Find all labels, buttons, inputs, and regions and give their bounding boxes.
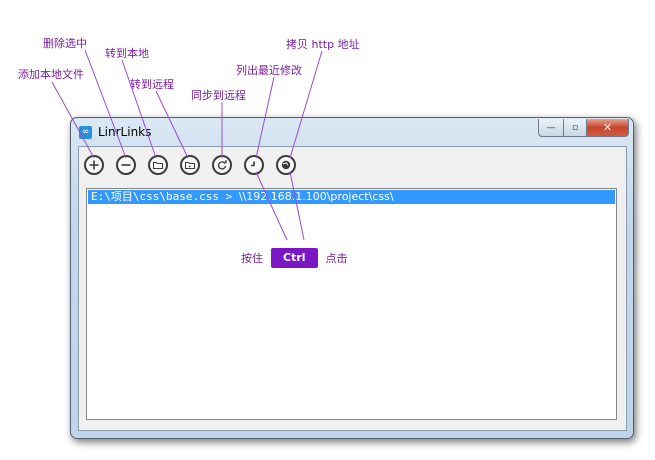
callout-goto-local: 转到本地 — [105, 47, 149, 60]
window-title: LinrLinks — [98, 125, 152, 139]
goto-remote-button[interactable] — [180, 155, 200, 175]
sync-to-remote-button[interactable] — [212, 155, 232, 175]
close-button[interactable]: ✕ — [587, 119, 629, 137]
callout-sync-to-remote: 同步到远程 — [191, 89, 246, 102]
maximize-icon: ▫ — [571, 122, 579, 133]
app-link-icon: ∞ — [79, 126, 92, 139]
list-item[interactable]: E:\项目\css\base.css > \\192.168.1.100\pro… — [88, 190, 615, 204]
goto-local-button[interactable] — [148, 155, 168, 175]
toolbar — [84, 155, 308, 175]
minus-circle-icon — [121, 164, 131, 166]
hint-suffix: 点击 — [325, 252, 348, 265]
window-controls: — ▫ ✕ — [538, 119, 629, 137]
ctrl-key-badge: Ctrl — [271, 248, 318, 268]
minimize-icon: — — [546, 122, 556, 133]
sync-icon — [217, 160, 227, 170]
maximize-button[interactable]: ▫ — [564, 119, 587, 137]
title-bar[interactable]: ∞ LinrLinks — ▫ ✕ — [71, 118, 633, 146]
app-window: ∞ LinrLinks — ▫ ✕ — [70, 117, 634, 439]
close-icon: ✕ — [602, 121, 613, 134]
callout-list-recent: 列出最近修改 — [236, 64, 302, 77]
folder-remote-icon — [185, 162, 195, 169]
callout-delete-selected: 删除选中 — [43, 37, 87, 50]
callout-goto-remote: 转到远程 — [130, 78, 174, 91]
delete-selected-button[interactable] — [116, 155, 136, 175]
callout-copy-http-address: 拷贝 http 地址 — [286, 38, 360, 51]
folder-icon — [153, 162, 163, 169]
clock-icon — [251, 161, 255, 167]
copy-http-address-button[interactable] — [276, 155, 296, 175]
remote-path: \\192.168.1.100\project\css\ — [238, 190, 394, 203]
ctrl-hint: 按住 Ctrl 点击 — [241, 248, 348, 268]
link-list[interactable]: E:\项目\css\base.css > \\192.168.1.100\pro… — [86, 188, 617, 420]
local-path: E:\项目\css\base.css > — [91, 190, 239, 203]
hint-prefix: 按住 — [241, 252, 263, 265]
list-recent-button[interactable] — [244, 155, 264, 175]
globe-icon — [281, 160, 291, 170]
client-area: E:\项目\css\base.css > \\192.168.1.100\pro… — [78, 146, 627, 431]
add-local-file-button[interactable] — [84, 155, 104, 175]
plus-circle-icon — [89, 160, 99, 170]
minimize-button[interactable]: — — [538, 119, 564, 137]
callout-add-local-file: 添加本地文件 — [18, 68, 84, 81]
